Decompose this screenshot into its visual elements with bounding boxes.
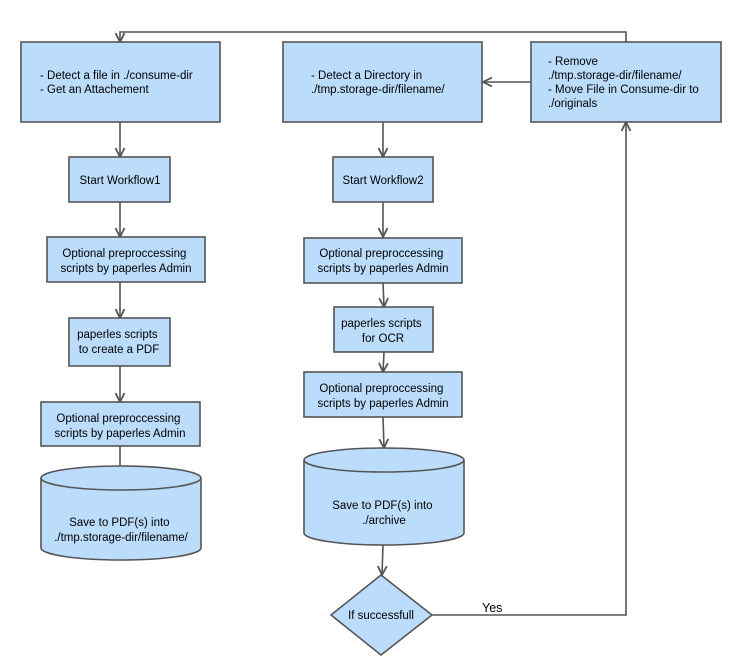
create-pdf-node: paperles scripts to create a PDF <box>68 317 171 367</box>
preproc2-node: Optional preproccessing scripts by paper… <box>40 401 201 447</box>
edge-save-archive-to-if-success <box>382 544 383 575</box>
save-tmp-cylinder: Save to PDF(s) into ./tmp.storage-dir/fi… <box>40 465 202 561</box>
edge-remove-move-to-detect-file <box>120 31 627 42</box>
detect-file-text: - Detect a file in ./consume-dir - Get a… <box>40 70 196 96</box>
preproc1-text: Optional preproccessing scripts by paper… <box>60 248 191 275</box>
ocr-text: paperles scripts for OCR <box>341 318 425 345</box>
ocr-node: paperles scripts for OCR <box>333 306 434 353</box>
detect-dir-text: - Detect a Directory in ./tmp.storage-di… <box>311 70 445 96</box>
preproc1-node: Optional preproccessing scripts by paper… <box>46 236 206 283</box>
preproc3-node: Optional preproccessing scripts by paper… <box>303 237 463 284</box>
preproc4-node: Optional preproccessing scripts by paper… <box>303 371 463 418</box>
remove-move-node: - Remove ./tmp.storage-dir/filename/ - M… <box>530 41 722 123</box>
save-archive-cylinder: Save to PDF(s) into ./archive <box>303 447 465 546</box>
edge-preproc3-to-ocr <box>383 282 384 307</box>
detect-file-node: - Detect a file in ./consume-dir - Get a… <box>20 41 221 123</box>
if-successful-diamond: If successfull <box>329 573 434 657</box>
start-workflow1-node: Start Workflow1 <box>68 156 171 203</box>
start-workflow2-text: Start Workflow2 <box>343 175 424 187</box>
save-archive-text: Save to PDF(s) into ./archive <box>332 500 436 527</box>
save-tmp-text: Save to PDF(s) into ./tmp.storage-dir/fi… <box>54 517 188 544</box>
start-workflow1-text: Start Workflow1 <box>80 175 161 187</box>
remove-move-text: - Remove ./tmp.storage-dir/filename/ - M… <box>548 56 702 110</box>
preproc4-text: Optional preproccessing scripts by paper… <box>317 383 448 410</box>
edge-preproc4-to-save-archive <box>383 416 384 448</box>
yes-label: Yes <box>482 601 502 615</box>
edge-ocr-to-preproc4 <box>383 351 384 372</box>
start-workflow2-node: Start Workflow2 <box>332 156 434 203</box>
create-pdf-text: paperles scripts to create a PDF <box>77 329 161 356</box>
edges <box>120 31 627 616</box>
detect-dir-node: - Detect a Directory in ./tmp.storage-di… <box>282 41 483 123</box>
if-successful-text: If successfull <box>348 610 414 622</box>
preproc3-text: Optional preproccessing scripts by paper… <box>317 248 448 275</box>
preproc2-text: Optional preproccessing scripts by paper… <box>54 413 185 440</box>
edge-if-success-to-remove-move <box>432 122 626 616</box>
